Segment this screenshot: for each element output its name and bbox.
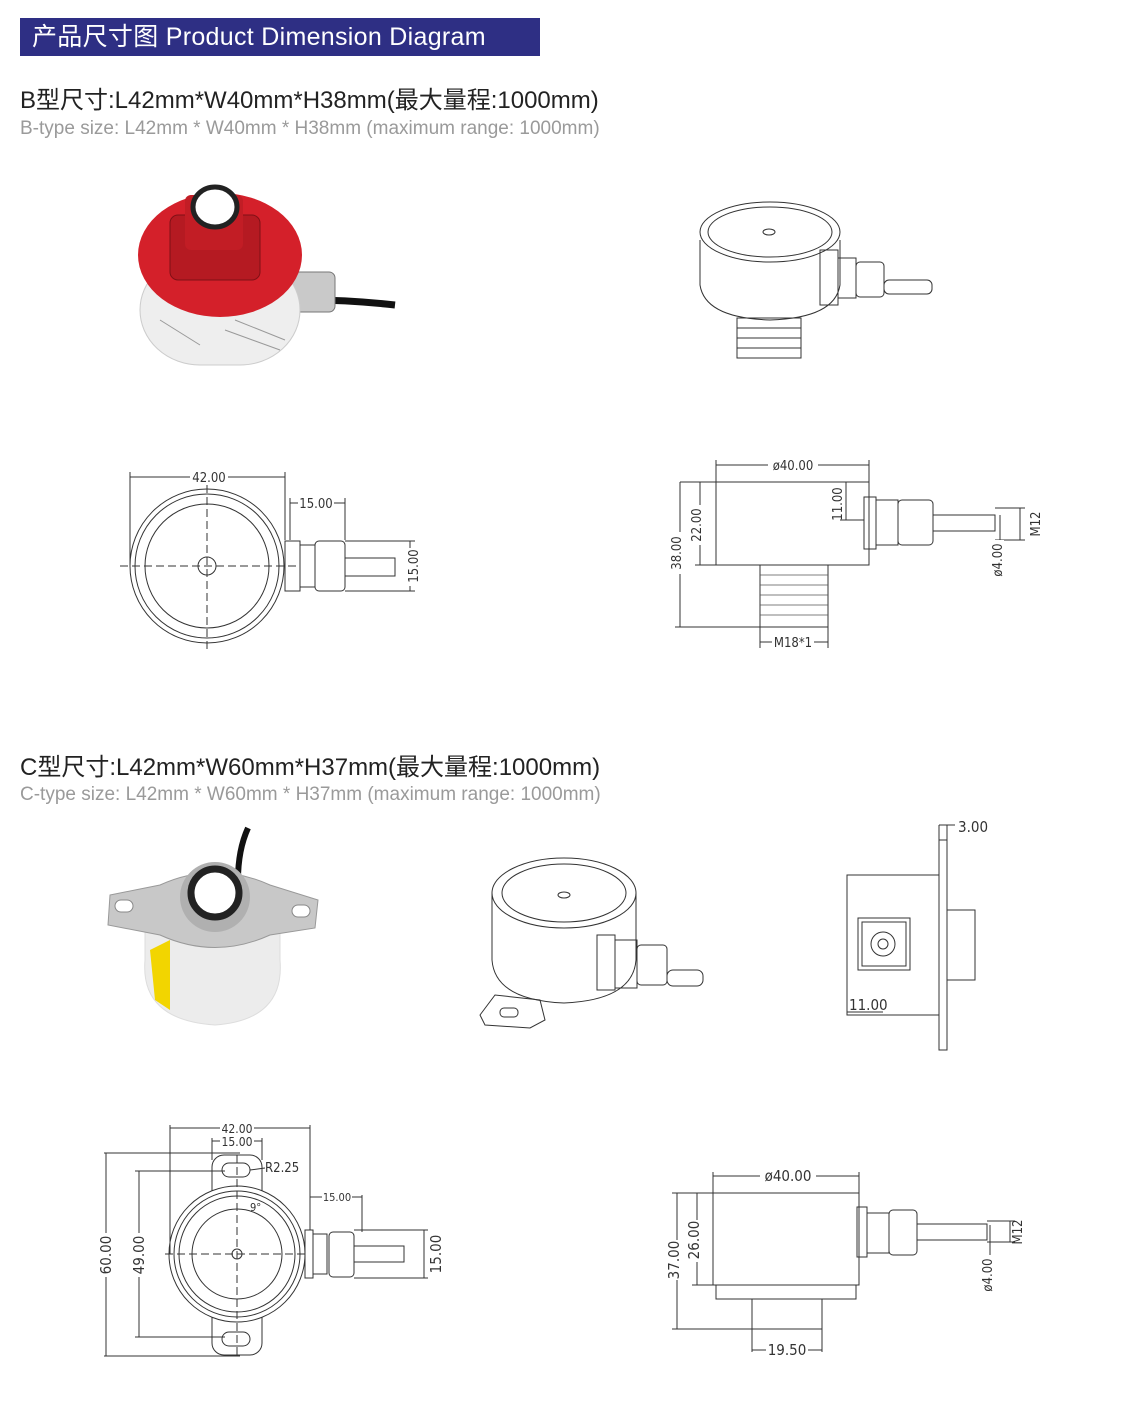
b-side-body-height-label: 22.00 — [690, 508, 705, 541]
b-side-height-label: 38.00 — [670, 536, 685, 569]
c-top-radius-label: R2.25 — [265, 1161, 299, 1176]
c-side-m12-label: M12 — [1011, 1220, 1026, 1245]
c-type-side-view: ø40.00 37.00 26.00 M12 ø4.00 19.50 — [665, 1167, 1026, 1359]
c-top-total-height-label: 60.00 — [97, 1236, 115, 1275]
c-side-base-label: 19.50 — [768, 1341, 807, 1359]
c-side-height-label: 37.00 — [665, 1241, 683, 1280]
c-top-slot-width-label: 15.00 — [222, 1135, 253, 1149]
page-title-banner: 产品尺寸图 Product Dimension Diagram — [20, 18, 540, 56]
b-side-gland-offset-label: 11.00 — [831, 487, 846, 520]
c-side-cable-label: ø4.00 — [981, 1258, 996, 1291]
c-side-body-height-label: 26.00 — [685, 1221, 703, 1260]
c-top-gland-length-label: 15.00 — [323, 1191, 351, 1204]
b-type-subheading: B-type size: L42mm * W40mm * H38mm (maxi… — [20, 118, 600, 139]
c-side-diameter-label: ø40.00 — [765, 1167, 812, 1185]
c-type-3d-drawing — [479, 857, 704, 1029]
b-type-heading: B型尺寸:L42mm*W40mm*H38mm(最大量程:1000mm) — [20, 87, 599, 114]
b-side-cable-label: ø4.00 — [991, 543, 1006, 576]
c-type-heading: C型尺寸:L42mm*W60mm*H37mm(最大量程:1000mm) — [20, 754, 601, 781]
b-side-m12-label: M12 — [1029, 512, 1044, 537]
b-type-photo — [138, 184, 396, 366]
b-top-gland-length-label: 15.00 — [299, 497, 332, 512]
c-top-angle-label: 9° — [250, 1201, 261, 1214]
b-top-width-label: 42.00 — [192, 471, 225, 486]
b-top-gland-height-label: 15.00 — [407, 549, 422, 582]
b-side-diameter-label: ø40.00 — [773, 459, 814, 474]
c-small-gland-offset-label: 11.00 — [849, 996, 888, 1014]
c-type-top-view: 42.00 15.00 R2.25 9° 15.00 60.00 49.00 1… — [97, 1121, 445, 1357]
c-top-width-label: 42.00 — [222, 1122, 253, 1136]
c-type-subheading: C-type size: L42mm * W60mm * H37mm (maxi… — [20, 784, 601, 805]
c-type-photo — [107, 826, 319, 1026]
c-small-flange-label: 3.00 — [958, 818, 988, 836]
c-top-hole-spacing-label: 49.00 — [130, 1236, 148, 1275]
c-type-small-side-view: 3.00 11.00 — [846, 818, 988, 1051]
b-type-3d-drawing — [699, 201, 933, 359]
b-side-thread-label: M18*1 — [774, 636, 812, 651]
b-type-top-view: 42.00 15.00 15.00 — [120, 469, 422, 650]
b-type-side-view: ø40.00 38.00 22.00 11.00 M12 ø4.00 M18*1 — [668, 457, 1044, 651]
c-top-gland-height-label: 15.00 — [427, 1235, 445, 1274]
